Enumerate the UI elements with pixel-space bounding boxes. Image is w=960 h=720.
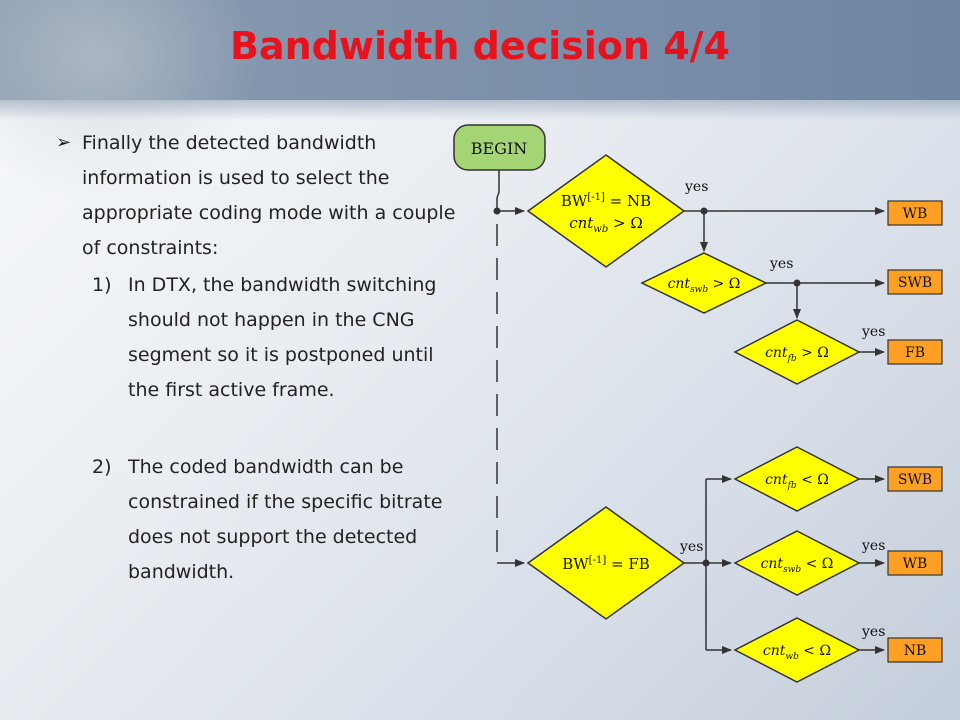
output-wb <box>887 200 943 226</box>
output-nb-label: NB <box>904 643 927 659</box>
yes-label: yes <box>684 179 708 195</box>
item-text-2: The coded bandwidth can be constrained i… <box>128 456 443 583</box>
output-nb <box>887 637 943 663</box>
decision-cnt-fb-lt-label: cntfb < Ω <box>765 472 829 491</box>
decision-bw-nb <box>526 154 686 268</box>
item-text-1: In DTX, the bandwidth switching should n… <box>128 274 437 401</box>
yes-label: yes <box>861 324 885 340</box>
arrow-bullet-icon: ➢ <box>56 132 72 153</box>
decision-cnt-swb-gt-label: cntswb > Ω <box>668 276 741 295</box>
output-swb-lower-label: SWB <box>898 472 932 488</box>
decision-cnt-swb-gt <box>640 252 768 314</box>
begin-connector <box>496 170 500 212</box>
decision-cnt-swb-lt-label: cntswb < Ω <box>761 556 834 575</box>
begin-label: BEGIN <box>471 139 528 158</box>
decision-bw-nb-line2: cntwb > Ω <box>569 214 643 235</box>
slide-title: Bandwidth decision 4/4 <box>230 24 730 68</box>
yes-label: yes <box>679 539 703 555</box>
item-number-1: 1) <box>92 274 112 296</box>
bullet-text: Finally the detected bandwidth informati… <box>82 132 456 259</box>
decision-cnt-fb-gt <box>733 319 861 385</box>
decision-bw-nb-line1: BW[-1] = NB <box>561 192 651 210</box>
item-number-2: 2) <box>92 456 112 478</box>
decision-cnt-fb-gt-label: cntfb > Ω <box>765 345 829 364</box>
output-swb-label: SWB <box>898 275 932 291</box>
yes-label: yes <box>769 256 793 272</box>
yes-label: yes <box>861 624 885 640</box>
output-wb-lower-label: WB <box>903 556 928 572</box>
decision-bw-fb-label: BW[-1] = FB <box>562 555 650 573</box>
output-swb-lower <box>887 466 943 492</box>
output-fb <box>887 339 943 365</box>
decision-cnt-fb-lt <box>733 446 861 512</box>
output-wb-lower <box>887 550 943 576</box>
decision-bw-fb <box>526 506 686 620</box>
output-wb-label: WB <box>903 206 928 222</box>
header-fade <box>0 100 960 120</box>
decision-cnt-wb-lt-label: cntwb < Ω <box>763 643 831 662</box>
decision-cnt-swb-lt <box>733 530 861 596</box>
output-fb-label: FB <box>905 345 925 361</box>
yes-label: yes <box>861 538 885 554</box>
output-swb <box>887 269 943 295</box>
decision-cnt-wb-lt <box>733 617 861 683</box>
